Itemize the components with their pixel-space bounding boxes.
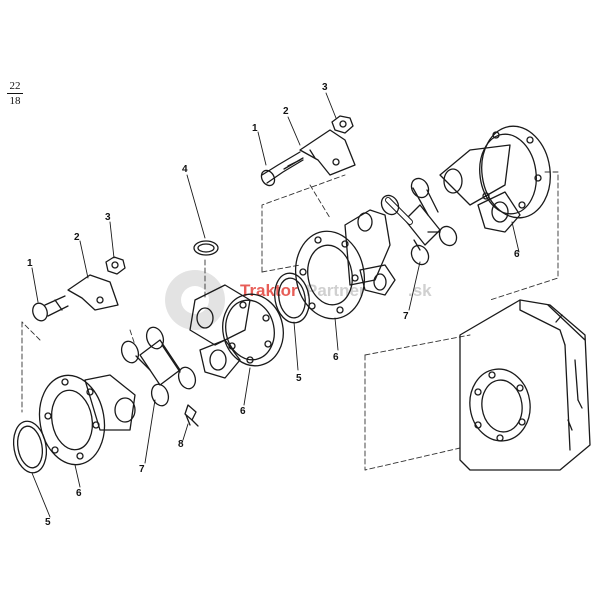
leader-lines: [31, 92, 520, 518]
callout-6-left: 6: [76, 488, 82, 499]
universal-joint-cross-right: [380, 177, 458, 266]
callout-6-right: 6: [514, 249, 520, 260]
watermark-suffix: .sk: [408, 281, 432, 300]
guide-bolt-right: [309, 184, 331, 219]
callout-7-left: 7: [139, 464, 145, 475]
guide-right: [489, 171, 559, 301]
grease-nipple: [184, 404, 199, 427]
callout-5-left: 5: [45, 517, 51, 528]
guide-housing-left: [364, 354, 461, 471]
callout-2-upper: 2: [283, 106, 289, 117]
watermark-brand-a: Traktor: [240, 281, 298, 300]
page-reference-top: 22: [9, 80, 21, 92]
clamp-plate-right: [299, 129, 356, 176]
guide-clip: [129, 329, 136, 346]
callout-6-center: 6: [333, 352, 339, 363]
callout-3-lower: 3: [105, 212, 111, 223]
page-reference: 22 18: [7, 80, 23, 107]
seal-ring-center: [274, 272, 310, 324]
guide-center-base: [261, 264, 301, 273]
clamp-plate-left: [67, 274, 119, 311]
callout-2-lower: 2: [74, 232, 80, 243]
flange-yoke-far-right: [439, 125, 551, 233]
flange-yoke-left: [38, 374, 136, 466]
callout-6-middle: 6: [240, 406, 246, 417]
page-reference-bottom: 18: [9, 95, 21, 107]
bolt-right: [260, 151, 304, 187]
universal-joint-cross-left: [120, 326, 197, 407]
callout-1-upper: 1: [252, 123, 258, 134]
guide-housing-top: [364, 334, 471, 356]
fraction-bar: [7, 93, 23, 94]
nut-right: [331, 115, 354, 134]
callout-4: 4: [182, 164, 188, 175]
bolt-left: [32, 295, 69, 322]
guide-left-top: [21, 321, 41, 341]
callout-5-center: 5: [296, 373, 302, 384]
callout-1-lower: 1: [27, 258, 33, 269]
gearbox-housing: [459, 299, 591, 471]
callout-8: 8: [178, 439, 184, 450]
guide-center: [261, 174, 346, 273]
callout-3-upper: 3: [322, 82, 328, 93]
nut-left: [105, 256, 126, 275]
callout-7-right: 7: [403, 311, 409, 322]
flange-yoke-middle: [189, 284, 284, 379]
seal-ring-left: [12, 420, 48, 474]
plug-ring: [193, 240, 219, 256]
callout-numbers: 1 2 3 4 1 2 3 5 5 6 6 6 6 7 7 8: [27, 82, 520, 528]
assembly-guide-lines: [21, 171, 559, 471]
